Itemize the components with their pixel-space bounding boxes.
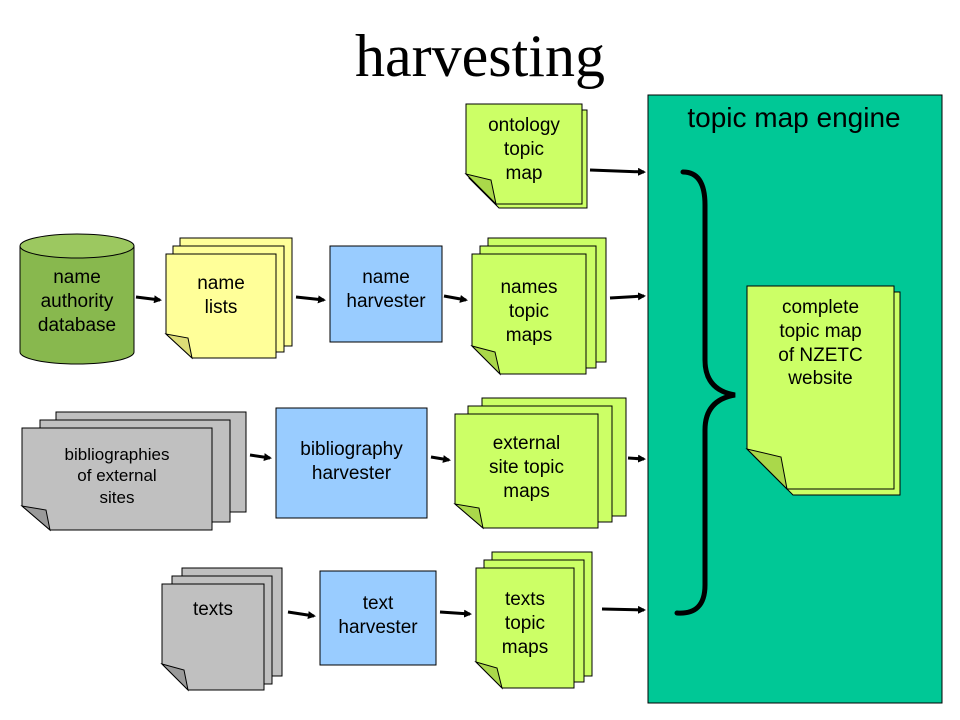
name-lists-label: name lists [197, 273, 245, 318]
page-title: harvesting [355, 23, 605, 89]
texts-topic-maps-stack [474, 551, 593, 690]
complete-topic-map-doc [745, 285, 901, 496]
names-topic-maps-label: names topic maps [500, 277, 558, 346]
name-authority-database-cylinder [19, 233, 135, 365]
merge-brace [674, 169, 736, 616]
text-harvester-box [319, 570, 437, 666]
arrow-bibharvester-to-maps [430, 455, 451, 463]
external-site-topic-maps-stack [453, 397, 627, 530]
arrow-ontology-to-engine [589, 167, 646, 176]
arrow-names-to-engine [609, 292, 646, 301]
texts-topic-maps-label: texts topic maps [501, 589, 549, 658]
arrow-texts-maps-to-engine [601, 605, 646, 614]
bibliographies-stack [20, 411, 247, 532]
name-authority-database-label: name authority database [37, 267, 117, 336]
arrow-external-to-engine [627, 454, 646, 463]
external-site-topic-maps-label: external site topic maps [489, 433, 564, 502]
arrow-namelists-to-harvester [295, 295, 326, 304]
bibliographies-label: bibliographies of external sites [64, 445, 170, 507]
arrow-bib-to-harvester [249, 453, 272, 462]
texts-stack [160, 567, 283, 692]
arrow-nameharvester-to-maps [443, 294, 468, 303]
ontology-topic-map-doc [464, 103, 588, 209]
bibliography-harvester-box [275, 407, 428, 519]
arrow-texts-to-harvester [287, 610, 316, 620]
complete-topic-map-label: complete topic map of NZETC website [778, 297, 863, 390]
text-harvester-label: text harvester [338, 593, 418, 638]
arrow-db-to-namelists [135, 295, 162, 304]
topic-map-engine-label: topic map engine [687, 102, 901, 133]
name-harvester-box [329, 245, 443, 343]
texts-label: texts [192, 599, 234, 620]
ontology-topic-map-label: ontology topic map [488, 115, 560, 184]
names-topic-maps-stack [470, 237, 607, 376]
bibliography-harvester-label: bibliography harvester [300, 439, 403, 484]
name-harvester-label: name harvester [346, 267, 426, 312]
arrow-textharvester-to-maps [439, 609, 472, 618]
name-lists-stack [164, 237, 293, 360]
